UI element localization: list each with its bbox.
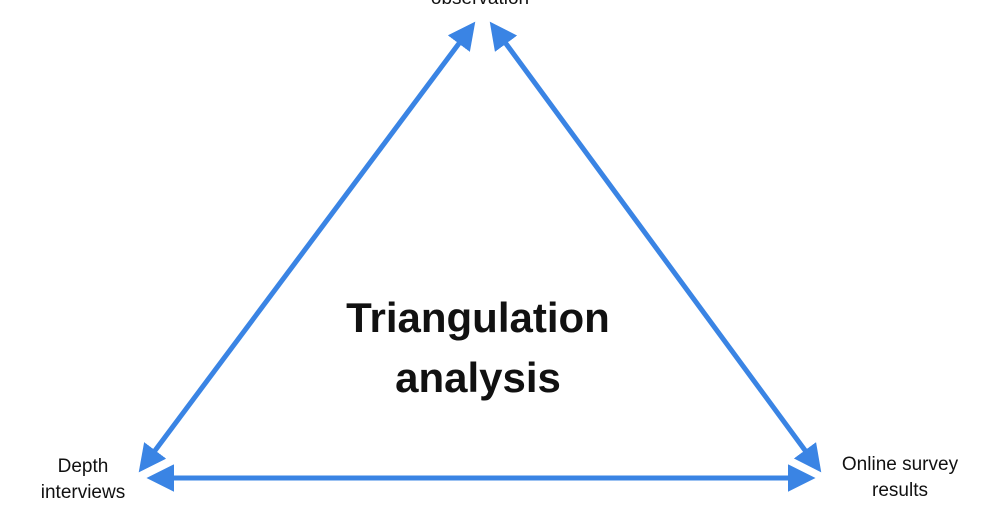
arrow-left-side	[138, 21, 476, 473]
right-node-line1: Online survey	[841, 454, 959, 475]
center-title-line2: analysis	[395, 354, 561, 401]
center-title-line1: Triangulation	[346, 294, 610, 341]
left-node-label: Depth interviews	[8, 454, 158, 506]
right-node-line2: results	[872, 480, 928, 501]
left-node-line1: Depth	[57, 456, 109, 477]
right-node-label: Online survey results	[810, 452, 990, 504]
top-node-text: observation	[431, 0, 529, 9]
top-node-label: observation	[380, 0, 580, 12]
arrow-right-side	[489, 21, 822, 473]
left-node-line2: interviews	[40, 482, 126, 503]
